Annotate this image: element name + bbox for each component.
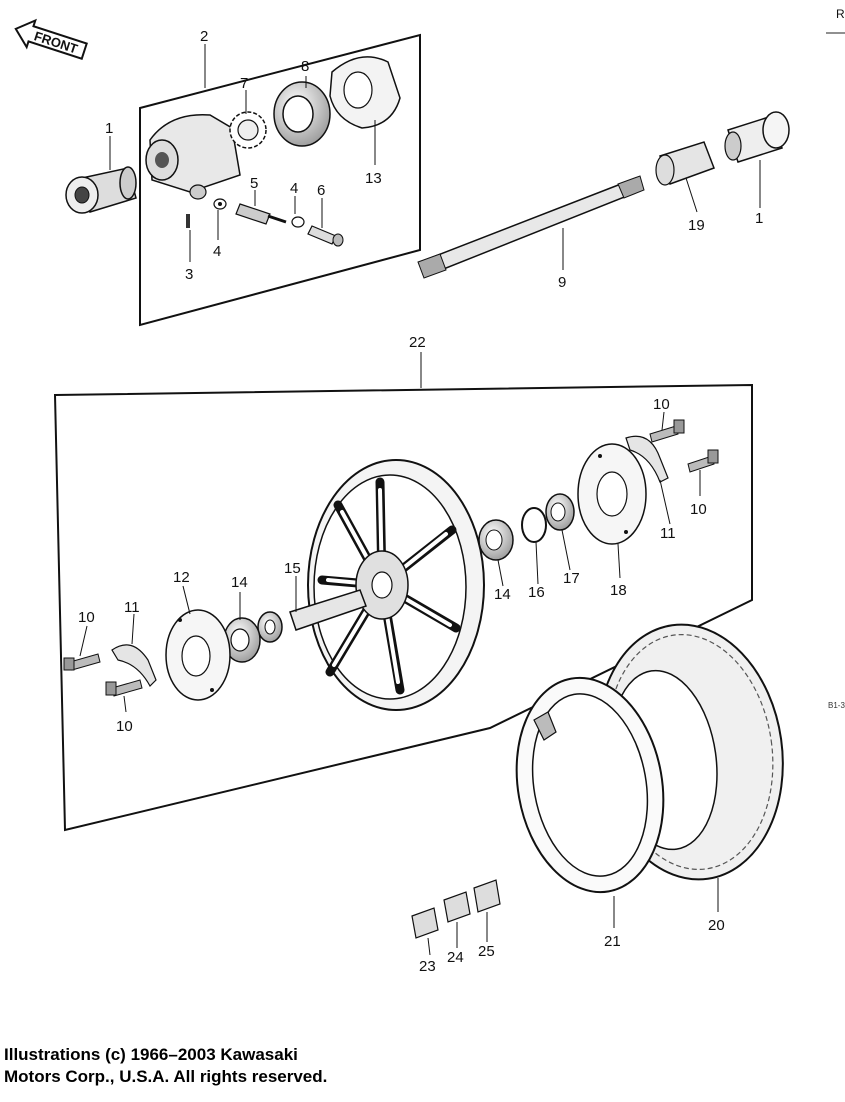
- callout-14-right: 14: [494, 586, 511, 603]
- callout-25: 25: [478, 943, 495, 960]
- callout-3: 3: [185, 266, 193, 283]
- callout-4-upper: 4: [290, 180, 298, 197]
- callout-24: 24: [447, 949, 464, 966]
- callout-23: 23: [419, 958, 436, 975]
- callout-7: 7: [240, 75, 248, 92]
- edge-mark-top-right: R: [836, 7, 845, 21]
- callout-13: 13: [365, 170, 382, 187]
- upper-leader-lines: [109, 44, 761, 270]
- callout-10-top: 10: [653, 396, 670, 413]
- lower-leader-lines: [79, 411, 701, 713]
- wheel-rim-part: [307, 459, 485, 711]
- right-spacer-part: [724, 111, 790, 163]
- callout-9: 9: [558, 274, 566, 291]
- callout-17: 17: [563, 570, 580, 587]
- callout-1-right: 1: [755, 210, 763, 227]
- callout-1-left: 1: [105, 120, 113, 137]
- callout-19: 19: [688, 217, 705, 234]
- callout-18: 18: [610, 582, 627, 599]
- gear-housing-panel: [139, 33, 421, 327]
- parts-diagram: R B1-3 FRONT: [14, 7, 845, 975]
- left-lock-plate-part: [63, 644, 157, 697]
- callout-15: 15: [284, 560, 301, 577]
- callout-16: 16: [528, 584, 545, 601]
- left-bearing-parts: [223, 611, 283, 663]
- hub-sleeve-part: [289, 589, 367, 631]
- right-lock-plate-part: [625, 419, 719, 483]
- callout-14-left: 14: [231, 574, 248, 591]
- copyright-notice: Illustrations (c) 1966–2003 Kawasaki Mot…: [4, 1044, 704, 1088]
- inner-tube-part: [515, 676, 665, 894]
- edge-mark-right-side: B1-3: [828, 701, 845, 710]
- copyright-line-1: Illustrations (c) 1966–2003 Kawasaki: [4, 1045, 298, 1064]
- callout-20: 20: [708, 917, 725, 934]
- drive-gear-part: [229, 111, 267, 149]
- copyright-line-2: Motors Corp., U.S.A. All rights reserved…: [4, 1067, 328, 1086]
- callout-11-left: 11: [124, 599, 140, 616]
- tire-leader-lines: [613, 878, 719, 928]
- small-fasteners: [186, 198, 344, 247]
- bearing-part: [273, 81, 331, 147]
- right-collar-part: [655, 141, 715, 186]
- gear-housing-part: [145, 113, 241, 200]
- brake-pads-part: [411, 879, 501, 956]
- axle-part: [417, 175, 645, 279]
- callout-22: 22: [409, 334, 426, 351]
- drive-plate-part: [329, 56, 401, 129]
- front-arrow: FRONT: [14, 18, 88, 60]
- left-spacer-part: [65, 166, 137, 214]
- callout-11-right: 11: [660, 525, 676, 542]
- callout-10-left-bottom: 10: [116, 718, 133, 735]
- right-brake-plate-part: [577, 443, 647, 545]
- callout-5: 5: [250, 175, 258, 192]
- callout-10-right: 10: [690, 501, 707, 518]
- left-brake-plate-part: [165, 609, 231, 701]
- callout-8: 8: [301, 58, 309, 75]
- right-bearing-parts: [478, 493, 575, 561]
- callout-10-left-top: 10: [78, 609, 95, 626]
- callout-4-lower: 4: [213, 243, 221, 260]
- callout-12: 12: [173, 569, 190, 586]
- callout-21: 21: [604, 933, 621, 950]
- callout-2: 2: [200, 28, 208, 45]
- callout-6: 6: [317, 182, 325, 199]
